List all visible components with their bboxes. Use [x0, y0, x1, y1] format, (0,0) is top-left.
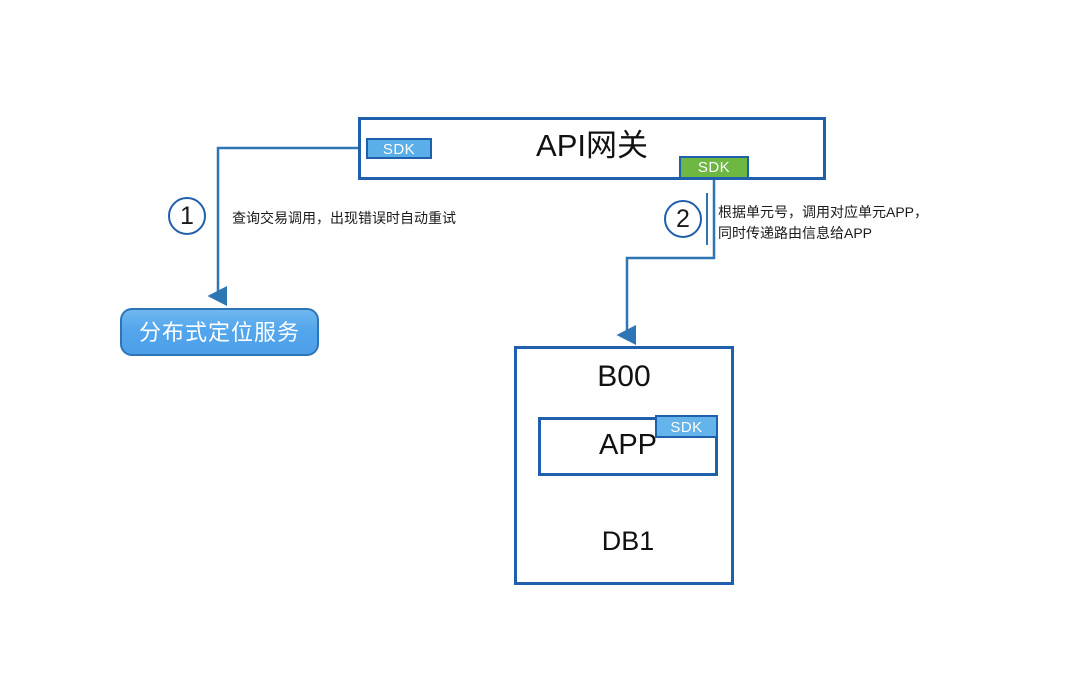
- step-2-marker: 2: [664, 200, 702, 238]
- b00-unit-title: B00: [597, 360, 651, 393]
- step-2-description: 根据单元号，调用对应单元APP， 同时传递路由信息给APP: [718, 204, 929, 241]
- app-sdk-badge[interactable]: SDK: [655, 415, 718, 438]
- step-2-divider: [706, 193, 708, 245]
- gateway-sdk-right-badge[interactable]: SDK: [679, 156, 749, 179]
- arrow-gateway-to-b00: [616, 179, 716, 345]
- api-gateway-title: API网关: [536, 128, 648, 163]
- step-1-divider: [217, 192, 219, 240]
- gateway-sdk-left-badge[interactable]: SDK: [366, 138, 432, 159]
- step-1-marker: 1: [168, 197, 206, 235]
- db1-label: DB1: [601, 526, 655, 556]
- distributed-locate-service-box[interactable]: 分布式定位服务: [120, 308, 319, 356]
- app-box[interactable]: [538, 417, 718, 476]
- app-label: APP: [598, 429, 658, 461]
- step-1-description: 查询交易调用，出现错误时自动重试: [232, 210, 456, 226]
